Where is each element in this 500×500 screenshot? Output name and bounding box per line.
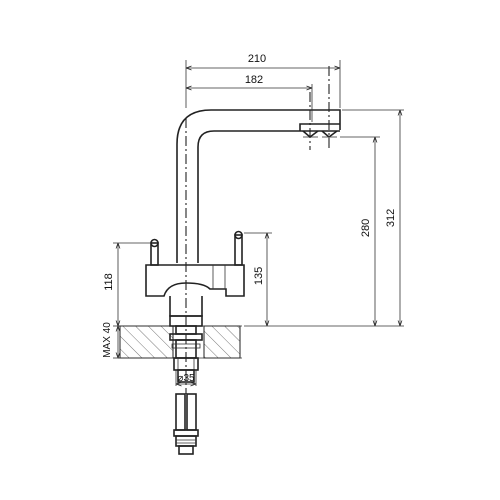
dim-height-overall: 312 [385,209,397,227]
faucet-spout [176,66,341,394]
dim-hole-diameter: ⌀35 [177,373,195,384]
dim-height-spout: 280 [360,219,372,237]
faucet-body [145,230,245,327]
dim-max-thickness: MAX 40 [102,322,113,358]
dim-width-overall: 210 [248,53,266,65]
dimension-lines [118,68,400,384]
right-lever-icon [234,234,243,266]
countertop [118,325,242,359]
dim-height-levers: 135 [253,267,265,285]
dim-width-spout: 182 [245,74,263,86]
dim-height-body: 118 [103,273,115,291]
